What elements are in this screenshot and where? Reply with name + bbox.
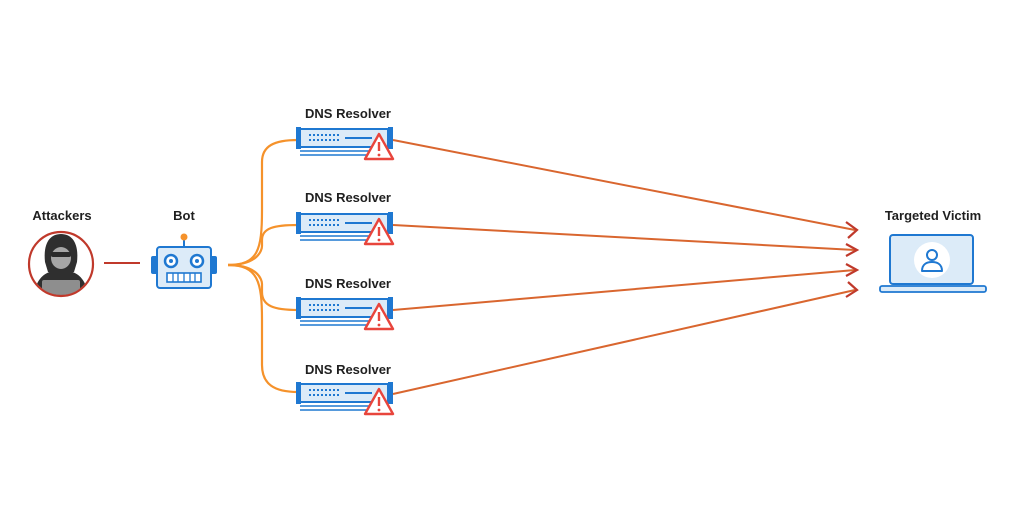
robot-icon [151,233,217,289]
bot-label: Bot [173,208,195,223]
dns-resolver-label-4: DNS Resolver [305,362,391,377]
laptop-user-icon [879,234,987,293]
dns-resolver-2 [296,212,395,246]
warning-icon [363,387,395,416]
warning-icon [363,217,395,246]
dns-resolver-label-2: DNS Resolver [305,190,391,205]
warning-icon [363,302,395,331]
bot-resolver-branches [227,138,299,394]
dns-resolver-label-1: DNS Resolver [305,106,391,121]
server-icon [296,127,393,156]
dns-resolver-4 [296,382,395,416]
attackers-label: Attackers [32,208,92,223]
hooded-attacker-icon [27,230,95,298]
amplified-response-arrows [392,139,860,395]
targeted-victim-label: Targeted Victim [884,208,982,223]
warning-icon [363,132,395,161]
server-icon [296,382,393,411]
dns-resolver-3 [296,297,395,331]
dns-resolver-label-3: DNS Resolver [305,276,391,291]
dns-resolver-1 [296,127,395,161]
